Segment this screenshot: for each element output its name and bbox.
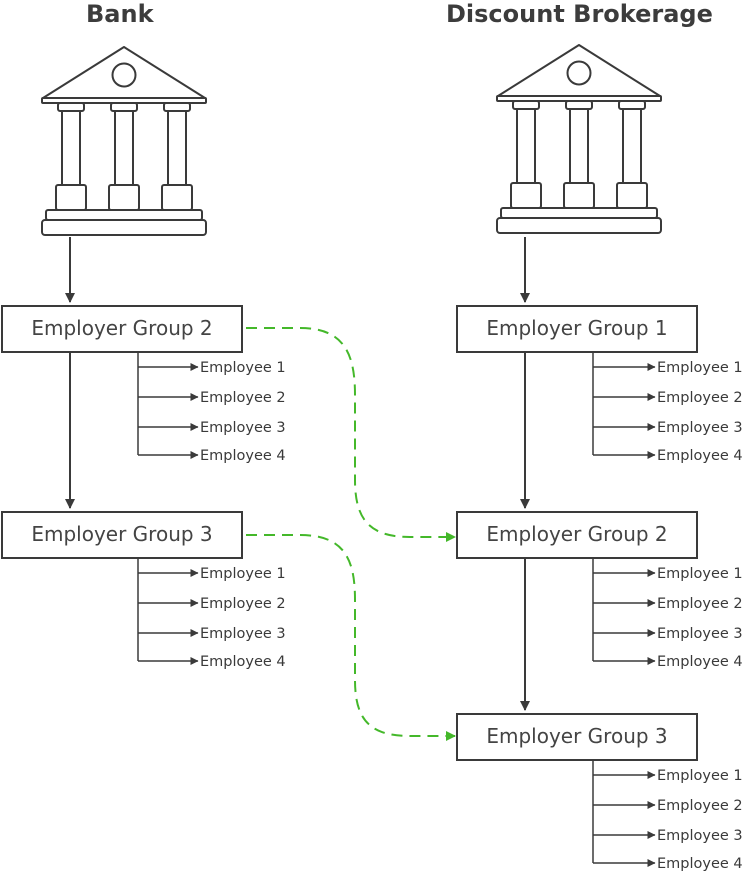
brokerage-building-icon xyxy=(496,44,662,234)
employer-group-box xyxy=(1,305,243,353)
brokerage-title: Discount Brokerage xyxy=(446,0,713,28)
employee-label: Employee 3 xyxy=(200,420,286,436)
employee-label: Employee 2 xyxy=(200,390,286,406)
employee-label: Employee 4 xyxy=(657,448,743,464)
employer-group-box xyxy=(456,305,698,353)
employee-label: Employee 2 xyxy=(200,596,286,612)
employee-label: Employee 1 xyxy=(200,360,286,376)
employee-label: Employee 4 xyxy=(657,654,743,670)
brokerage-employer-group-1: Employer Group 1 Employee 1 Employee 2 Empl… xyxy=(456,305,743,464)
employee-label: Employee 3 xyxy=(657,626,743,642)
transfer-arrow-group-2 xyxy=(246,327,456,542)
employer-group-label: Employer Group 3 xyxy=(31,522,212,546)
employer-group-box xyxy=(456,511,698,559)
employee-label: Employee 3 xyxy=(200,626,286,642)
employee-label: Employee 4 xyxy=(657,856,743,872)
employee-label: Employee 1 xyxy=(657,566,743,582)
employee-label: Employee 1 xyxy=(657,360,743,376)
employee-label: Employee 2 xyxy=(657,798,743,814)
employee-label: Employee 2 xyxy=(657,390,743,406)
employee-label: Employee 4 xyxy=(200,654,286,670)
brokerage-employer-group-3: Employer Group 3 Employee 1 Employee 2 Empl… xyxy=(456,713,743,872)
employer-group-label: Employer Group 2 xyxy=(486,522,667,546)
employer-group-box xyxy=(456,713,698,761)
employer-group-label: Employer Group 1 xyxy=(486,316,667,340)
employer-group-label: Employer Group 3 xyxy=(486,724,667,748)
employee-label: Employee 3 xyxy=(657,420,743,436)
employee-label: Employee 3 xyxy=(657,828,743,844)
employer-group-label: Employer Group 2 xyxy=(31,316,212,340)
employer-group-box xyxy=(1,511,243,559)
bank-building-icon xyxy=(41,46,207,236)
brokerage-employer-group-2: Employer Group 2 Employee 1 Employee 2 Empl… xyxy=(456,511,743,670)
bank-employer-group-1: Employer Group 2 Employee 1 Employee 2 Empl… xyxy=(1,305,286,464)
employee-label: Employee 4 xyxy=(200,448,286,464)
bank-employer-group-2: Employer Group 3 Employee 1 Employee 2 Empl… xyxy=(1,511,286,670)
employee-label: Employee 2 xyxy=(657,596,743,612)
transfer-arrow-group-3 xyxy=(246,534,456,741)
employee-label: Employee 1 xyxy=(657,768,743,784)
employee-label: Employee 1 xyxy=(200,566,286,582)
bank-title: Bank xyxy=(86,0,154,28)
